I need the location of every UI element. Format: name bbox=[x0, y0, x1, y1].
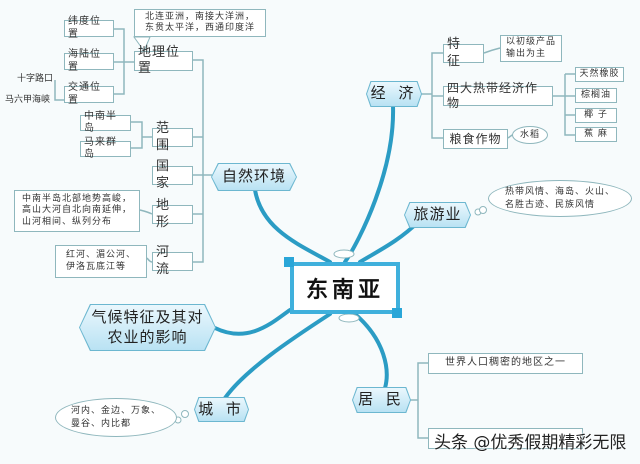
central-topic: 东南亚 bbox=[290, 262, 400, 314]
climate-node: 气候特征及其对 农业的影响 bbox=[80, 305, 215, 350]
latitude-position-box: 纬度位置 bbox=[64, 16, 114, 40]
indochina-peninsula-box: 中南半岛 bbox=[80, 111, 131, 134]
cash-crop-item: 天然橡胶 bbox=[575, 67, 624, 82]
feature-note: 以初级产品 输出为主 bbox=[500, 35, 562, 62]
traffic-position-box: 交通位置 bbox=[64, 82, 114, 106]
cities-note: 河内、金边、万象、 曼谷、内比都 bbox=[55, 398, 177, 437]
feature-node: 特 征 bbox=[443, 37, 484, 69]
geo-location-node: 地理位置 bbox=[134, 45, 193, 76]
cash-crops-node: 四大热带经济作物 bbox=[443, 81, 553, 110]
country-node: 国 家 bbox=[152, 159, 193, 191]
corner-handle bbox=[392, 308, 402, 318]
geo-location-callout: 北连亚洲，南接大洋洲， 东贯太平洋，西通印度洋 bbox=[134, 9, 266, 37]
cash-crop-item: 棕榈油 bbox=[575, 88, 617, 103]
river-node: 河 流 bbox=[152, 245, 193, 277]
natural-environment-node: 自然环境 bbox=[212, 164, 296, 190]
tourism-note: 热带风情、海岛、火山、 名胜古迹、民族风情 bbox=[488, 180, 632, 217]
terrain-note: 中南半岛北部地势高峻， 高山大河自北向南延伸， 山河相间、纵列分布 bbox=[14, 190, 140, 232]
residents-node: 居 民 bbox=[353, 388, 410, 412]
scope-node: 范 围 bbox=[152, 121, 193, 153]
crossroads-note: 十字路口 bbox=[17, 74, 54, 84]
corner-handle bbox=[284, 257, 294, 267]
rice-note: 水稻 bbox=[512, 126, 548, 144]
watermark: 头条 @优秀假期精彩无限 bbox=[434, 433, 627, 453]
food-crops-node: 粮食作物 bbox=[443, 129, 508, 149]
tourism-node: 旅游业 bbox=[405, 203, 470, 227]
cities-node: 城 市 bbox=[195, 398, 248, 421]
cash-crop-item: 椰 子 bbox=[575, 108, 617, 123]
malay-archipelago-box: 马来群岛 bbox=[80, 137, 131, 160]
river-note: 红河、湄公河、 伊洛瓦底江等 bbox=[55, 245, 147, 278]
residents-note: 世界人口稠密的地区之一 bbox=[428, 353, 583, 374]
terrain-node: 地 形 bbox=[152, 198, 193, 230]
residents-note-2 bbox=[428, 428, 583, 449]
economy-node: 经 济 bbox=[367, 82, 421, 106]
land-sea-position-box: 海陆位置 bbox=[64, 49, 114, 73]
malacca-strait-note: 马六甲海峡 bbox=[5, 95, 51, 105]
cash-crop-item: 蕉 麻 bbox=[575, 127, 617, 142]
